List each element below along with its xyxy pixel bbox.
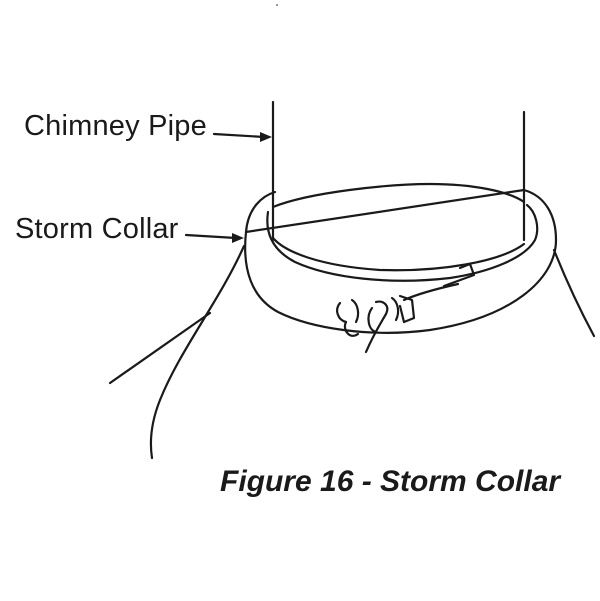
storm-collar-label: Storm Collar — [15, 213, 179, 245]
storm-collar-arrowhead — [232, 233, 244, 243]
collar-overlap-tab — [444, 264, 474, 286]
storm-collar-leader — [186, 235, 236, 238]
chimney-pipe-leader — [214, 134, 264, 137]
roof-right-line — [554, 250, 594, 336]
chimney-pipe-arrowhead — [260, 132, 272, 142]
roof-left-line — [110, 313, 210, 383]
pipe-collar-seam — [273, 238, 524, 270]
collar-inner-rim — [267, 205, 537, 281]
clamp-bolt — [337, 296, 414, 352]
chimney-pipe-label: Chimney Pipe — [24, 110, 207, 142]
collar-overlap-edge — [404, 284, 458, 300]
roof-left-curve — [151, 246, 244, 458]
collar-outer-rim — [245, 190, 556, 333]
speck-mark — [276, 4, 278, 6]
figure-caption: Figure 16 - Storm Collar — [220, 465, 561, 498]
